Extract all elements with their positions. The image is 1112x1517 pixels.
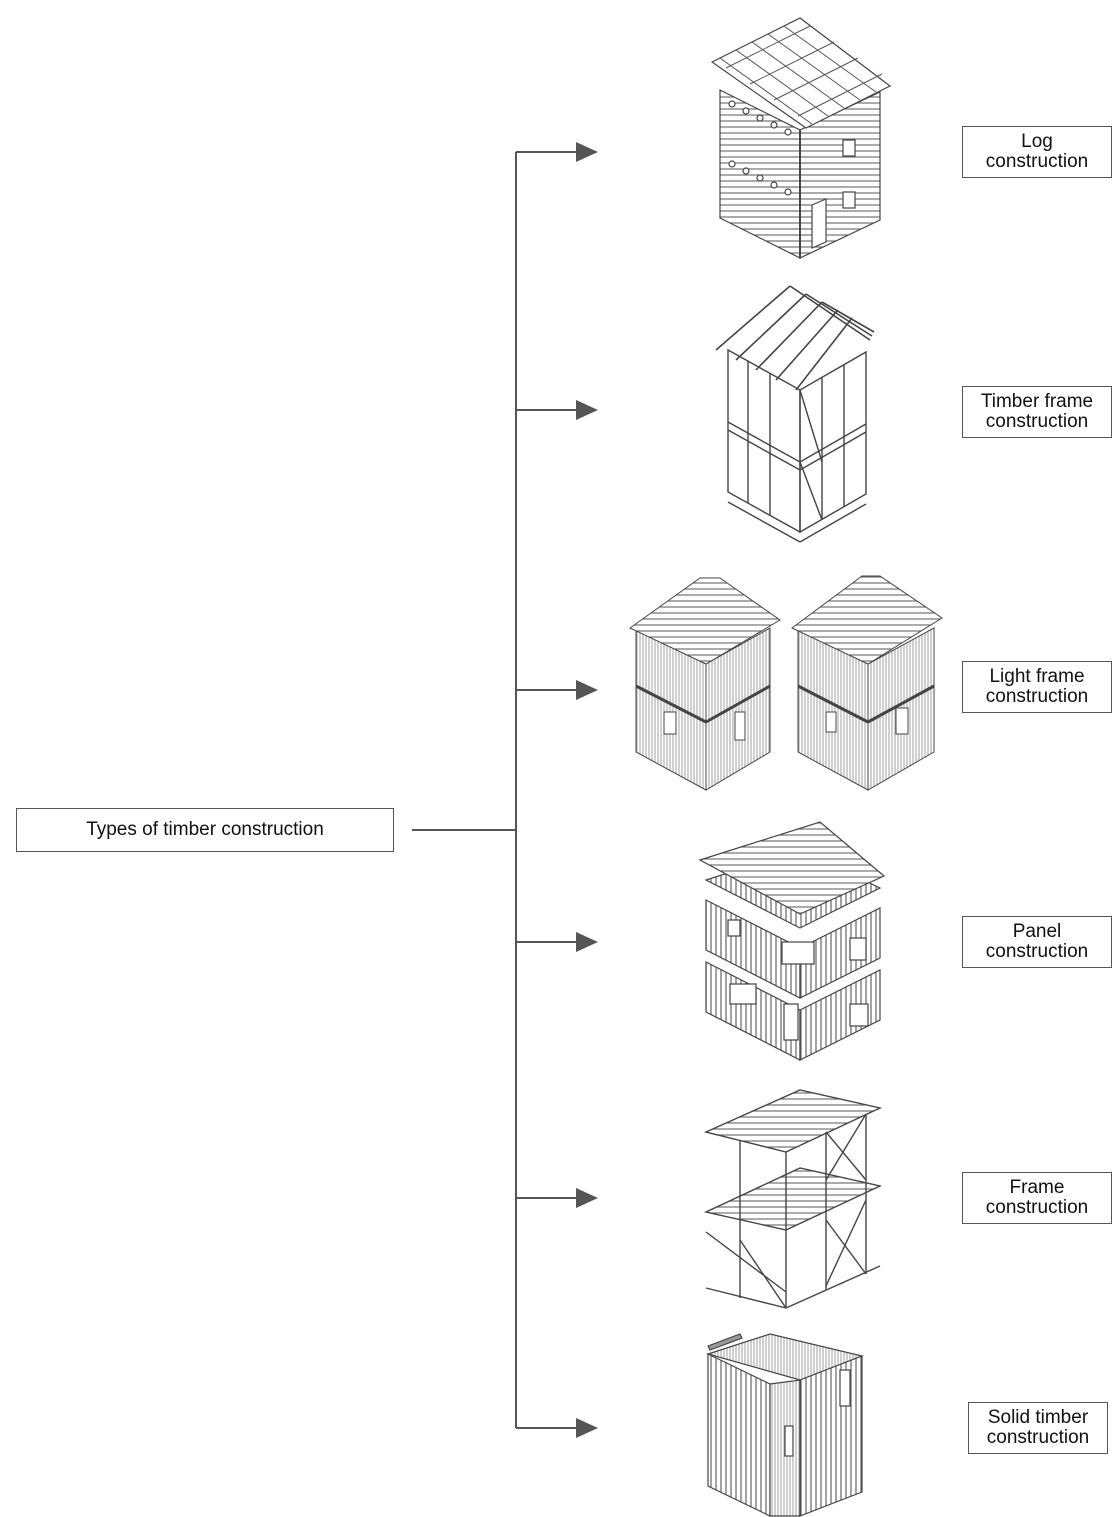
- arrowhead-icon: [576, 680, 598, 700]
- label-line: construction: [986, 1427, 1090, 1448]
- label-line: construction: [985, 941, 1089, 962]
- type-label-timber-frame: Timber frame construction: [962, 386, 1112, 438]
- label-line: Solid timber: [987, 1407, 1089, 1428]
- type-label-solid-timber: Solid timber construction: [968, 1402, 1108, 1454]
- type-label-frame: Frame construction: [962, 1172, 1112, 1224]
- label-line: construction: [985, 1197, 1089, 1218]
- label-line: construction: [985, 686, 1089, 707]
- label-line: construction: [985, 411, 1089, 432]
- type-label-panel: Panel construction: [962, 916, 1112, 968]
- arrowhead-icon: [576, 142, 598, 162]
- panel-house-illustration: [698, 821, 886, 1061]
- label-line: Light frame: [989, 666, 1085, 687]
- label-line: Frame: [1009, 1177, 1065, 1198]
- arrowhead-icon: [576, 1188, 598, 1208]
- arrowhead-icon: [576, 400, 598, 420]
- arrowhead-icon: [576, 932, 598, 952]
- type-label-log: Log construction: [962, 126, 1112, 178]
- label-line: Panel: [1012, 921, 1062, 942]
- timber-frame-illustration: [715, 285, 875, 543]
- solid-timber-illustration: [705, 1333, 865, 1517]
- arrowheads: [576, 142, 598, 1438]
- light-frame-illustration: [629, 575, 943, 791]
- type-label-light-frame: Light frame construction: [962, 661, 1112, 713]
- frame-structure-illustration: [703, 1089, 883, 1309]
- label-line: Timber frame: [980, 391, 1094, 412]
- root-category-label: Types of timber construction: [86, 819, 324, 840]
- connector-lines: [412, 151, 578, 1429]
- arrowhead-icon: [576, 1418, 598, 1438]
- log-house-illustration: [710, 17, 892, 259]
- label-line: construction: [985, 151, 1089, 172]
- root-category-box: Types of timber construction: [16, 808, 394, 852]
- label-line: Log: [1021, 131, 1053, 152]
